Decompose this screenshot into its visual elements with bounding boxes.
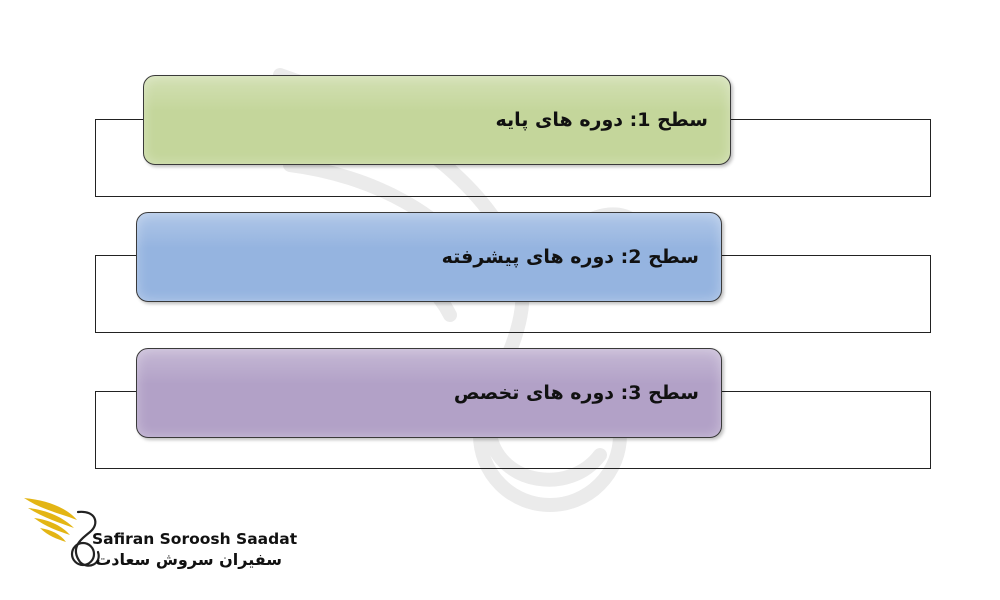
brand-name-fa: سفیران سروش سعادت [95,550,282,569]
swan-wing-icon [24,498,100,567]
level-1-label: سطح 1: دوره های پایه [495,109,708,131]
level-3-label: سطح 3: دوره های تخصص [453,382,699,404]
level-1-card: سطح 1: دوره های پایه [143,75,731,165]
level-3-card: سطح 3: دوره های تخصص [136,348,722,438]
brand-name-en: Safiran Soroosh Saadat [92,530,298,548]
brand-logo: Safiran Soroosh Saadat سفیران سروش سعادت [22,490,297,580]
level-2-label: سطح 2: دوره های پیشرفته [441,246,699,268]
level-2-card: سطح 2: دوره های پیشرفته [136,212,722,302]
